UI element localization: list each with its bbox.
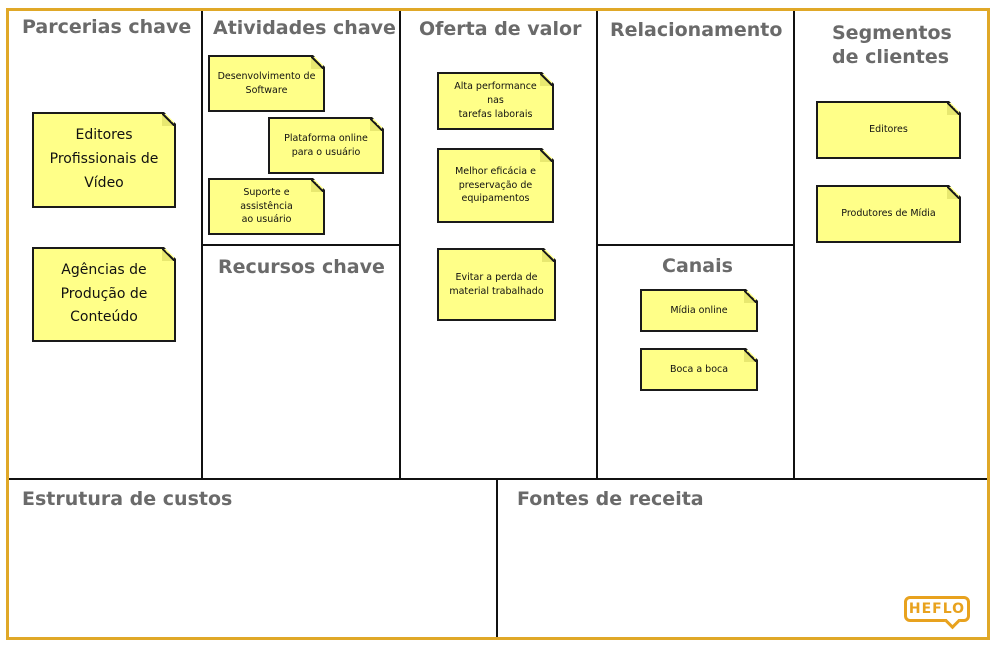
divider-h-relacionamento bbox=[596, 244, 795, 246]
header-oferta-de-valor: Oferta de valor bbox=[419, 18, 582, 40]
note-text: Suporte e assistência bbox=[240, 186, 293, 212]
divider-h-main bbox=[9, 478, 987, 480]
heflo-logo: HEFLO bbox=[904, 596, 970, 622]
note-plataforma-online[interactable]: Plataforma online para o usuário bbox=[268, 117, 384, 174]
note-text: Melhor eficácia e bbox=[455, 165, 536, 177]
note-text: Editores bbox=[75, 127, 133, 144]
header-recursos-chave: Recursos chave bbox=[218, 256, 385, 278]
note-evitar-perda[interactable]: Evitar a perda de material trabalhado bbox=[437, 248, 556, 321]
header-canais: Canais bbox=[662, 255, 733, 277]
note-text: Alta performance nas bbox=[454, 81, 537, 107]
note-editores[interactable]: Editores bbox=[816, 101, 961, 159]
note-melhor-eficacia[interactable]: Melhor eficácia e preservação de equipamen… bbox=[437, 148, 554, 223]
note-text: Plataforma online bbox=[284, 132, 368, 144]
note-text: Boca a boca bbox=[669, 363, 729, 375]
note-produtores-midia[interactable]: Produtores de Mídia bbox=[816, 185, 961, 243]
note-midia-online[interactable]: Mídia online bbox=[640, 289, 758, 332]
note-text: Desenvolvimento de bbox=[217, 70, 316, 82]
note-text: Mídia online bbox=[670, 304, 728, 316]
note-text: ao usuário bbox=[241, 214, 292, 226]
note-boca-a-boca[interactable]: Boca a boca bbox=[640, 348, 758, 391]
note-text: Agências de bbox=[61, 261, 147, 278]
note-text: Conteúdo bbox=[70, 309, 138, 326]
note-text: preservação de bbox=[458, 179, 533, 191]
header-atividades-chave: Atividades chave bbox=[213, 17, 396, 39]
note-text: tarefas laborais bbox=[458, 108, 533, 120]
note-text: material trabalhado bbox=[449, 285, 544, 297]
note-text: Produção de bbox=[60, 285, 148, 302]
note-suporte-assistencia[interactable]: Suporte e assistência ao usuário bbox=[208, 178, 325, 235]
note-text: Vídeo bbox=[84, 174, 124, 191]
header-estrutura-de-custos: Estrutura de custos bbox=[22, 488, 233, 510]
note-text: equipamentos bbox=[461, 193, 530, 205]
header-segmentos-line2: de clientes bbox=[832, 46, 950, 68]
header-fontes-de-receita: Fontes de receita bbox=[517, 488, 704, 510]
note-text: Software bbox=[245, 84, 288, 96]
divider-v-bottom bbox=[496, 478, 498, 637]
header-relacionamento: Relacionamento bbox=[610, 19, 783, 41]
note-text: Produtores de Mídia bbox=[841, 208, 936, 220]
header-parcerias-chave: Parcerias chave bbox=[22, 16, 192, 38]
divider-h-atividades bbox=[201, 244, 401, 246]
note-agencias-producao[interactable]: Agências de Produção de Conteúdo bbox=[32, 247, 176, 342]
note-text: Evitar a perda de bbox=[455, 271, 538, 283]
header-segmentos-line1: Segmentos bbox=[832, 22, 952, 44]
note-text: para o usuário bbox=[291, 146, 361, 158]
note-desenvolvimento-software[interactable]: Desenvolvimento de Software bbox=[208, 55, 325, 112]
note-text: Profissionais de bbox=[49, 151, 159, 168]
note-text: Editores bbox=[869, 124, 908, 136]
